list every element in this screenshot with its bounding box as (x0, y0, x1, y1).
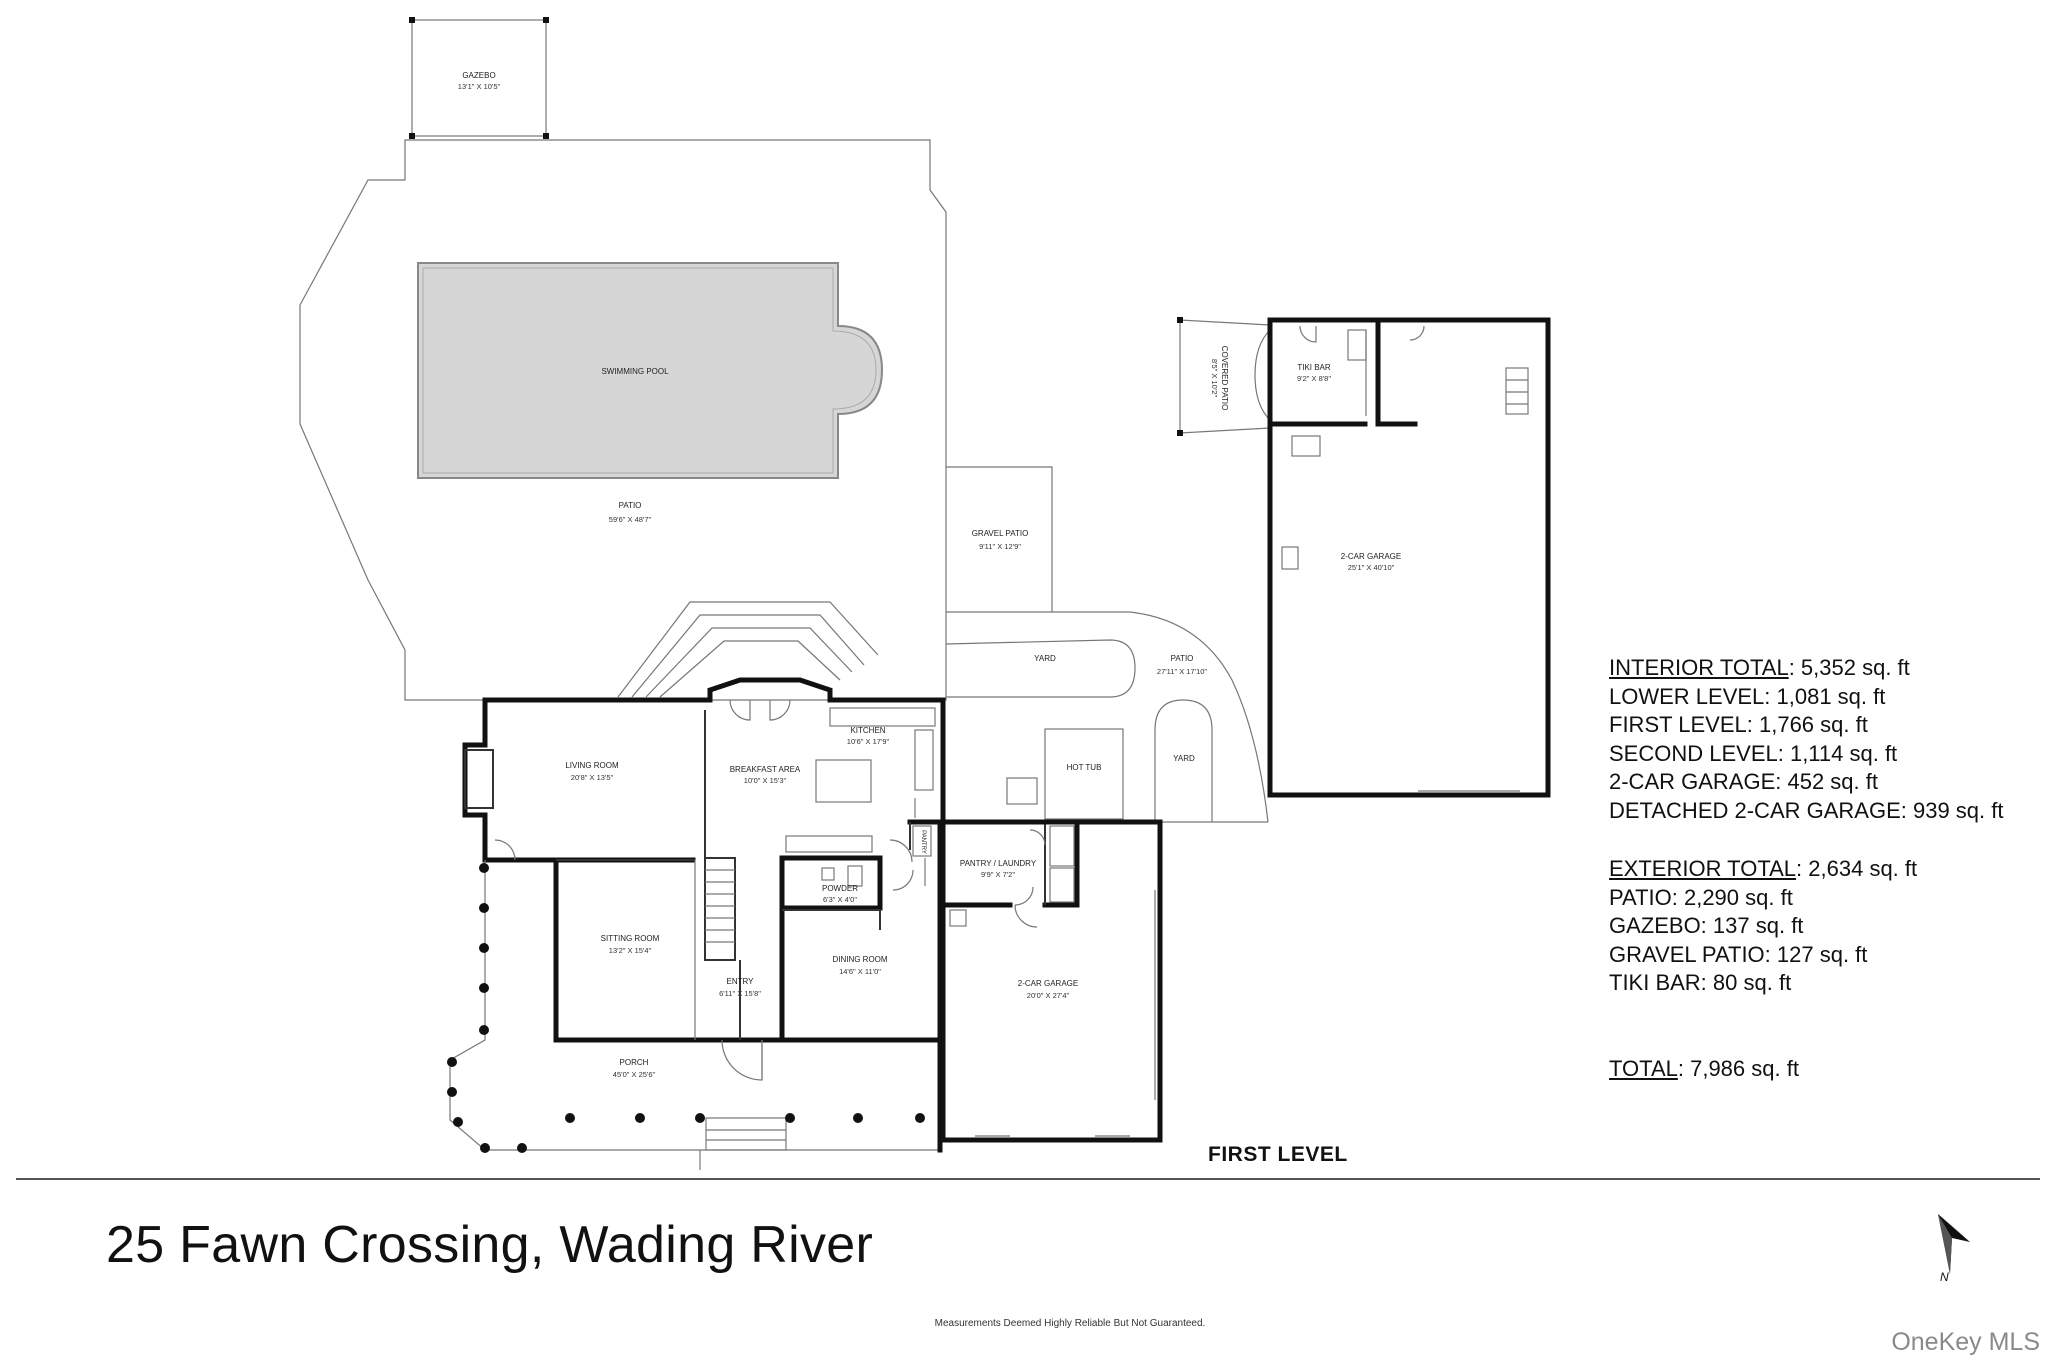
gravel-patio-dim: 9'11" X 12'9" (979, 542, 1021, 551)
interior-total-label: INTERIOR TOTAL (1609, 655, 1789, 680)
swimming-pool: SWIMMING POOL (417, 262, 884, 479)
powder-label: POWDER (822, 884, 858, 893)
detached-garage-dim: 25'1" X 40'10" (1348, 563, 1395, 572)
gravel-patio-label: GRAVEL PATIO (972, 529, 1029, 538)
interior-total: INTERIOR TOTAL: 5,352 sq. ft (1609, 654, 2003, 683)
gravel-patio-area: GRAVEL PATIO: 127 sq. ft (1609, 941, 1868, 967)
pantry-small-label: PANTRY (920, 830, 926, 854)
first-level-area: FIRST LEVEL: 1,766 sq. ft (1609, 712, 1868, 737)
property-address: 25 Fawn Crossing, Wading River (106, 1216, 874, 1274)
dining-room-dim: 14'6" X 11'0" (839, 967, 881, 976)
sitting-room-label: SITTING ROOM (601, 934, 660, 943)
detached-garage: TIKI BAR 9'2" X 8'8" 2-CAR GARAGE 25'1" … (1267, 317, 1551, 798)
covered-patio-label: COVERED PATIO (1220, 346, 1229, 411)
gravel-patio: GRAVEL PATIO 9'11" X 12'9" (946, 466, 1053, 612)
gazebo-area: GAZEBO: 137 sq. ft (1609, 913, 1804, 938)
watermark: OneKey MLS (1891, 1328, 2040, 1356)
tiki-bar-dim: 9'2" X 8'8" (1297, 374, 1331, 383)
exterior-total-value: : 2,634 sq. ft (1796, 856, 1918, 881)
north-label: N (1940, 1270, 1949, 1284)
living-room-dim: 20'8" X 13'5" (571, 773, 614, 782)
breakfast-area-dim: 10'0" X 15'3" (744, 776, 787, 785)
grand-total-label: TOTAL (1609, 1055, 1678, 1081)
exterior-total: EXTERIOR TOTAL: 2,634 sq. ft (1609, 855, 2003, 884)
level-title: FIRST LEVEL (1208, 1143, 1348, 1166)
side-yard-area: YARD PATIO 27'11" X 17'10" HOT TUB YARD (945, 611, 1269, 823)
sitting-room-dim: 13'2" X 15'4" (609, 946, 652, 955)
entry-label: ENTRY (727, 977, 755, 986)
divider-line (16, 1178, 2040, 1180)
patio-main-label: PATIO (619, 501, 642, 510)
powder-dim: 6'3" X 4'0" (823, 895, 857, 904)
attached-garage-label: 2-CAR GARAGE (1018, 979, 1078, 988)
exterior-total-label: EXTERIOR TOTAL (1609, 856, 1797, 881)
yard-top-label: YARD (1034, 654, 1056, 663)
area-totals: INTERIOR TOTAL: 5,352 sq. ft LOWER LEVEL… (1609, 654, 2003, 1083)
gazebo-dim: 13'1" X 10'5" (458, 82, 501, 91)
detached-garage-label: 2-CAR GARAGE (1341, 552, 1401, 561)
attached-garage-area: 2-CAR GARAGE: 452 sq. ft (1609, 769, 1878, 794)
kitchen-dim: 10'6" X 17'9" (847, 737, 890, 746)
kitchen-label: KITCHEN (850, 726, 885, 735)
entry-dim: 6'11" X 15'8" (719, 989, 761, 998)
tiki-bar-area: TIKI BAR: 80 sq. ft (1609, 970, 1792, 995)
hot-tub-label: HOT TUB (1067, 763, 1102, 772)
breakfast-area-label: BREAKFAST AREA (730, 765, 801, 774)
gazebo: GAZEBO 13'1" X 10'5" (409, 17, 549, 139)
yard-side-label: YARD (1173, 754, 1195, 763)
covered-patio-dim: 8'5" X 10'2" (1210, 359, 1219, 398)
grand-total-value: : 7,986 sq. ft (1677, 1055, 1799, 1081)
living-room-label: LIVING ROOM (565, 761, 619, 770)
dining-room-label: DINING ROOM (832, 955, 887, 964)
second-level-area: SECOND LEVEL: 1,114 sq. ft (1609, 740, 1898, 766)
lower-level-area: LOWER LEVEL: 1,081 sq. ft (1609, 683, 1886, 709)
patio-side-label: PATIO (1171, 654, 1194, 663)
main-patio: PATIO 59'6" X 48'7" (299, 139, 947, 701)
pantry-laundry-label: PANTRY / LAUNDRY (960, 859, 1037, 868)
pantry-laundry-dim: 9'9" X 7'2" (981, 870, 1015, 879)
house: LIVING ROOM 20'8" X 13'5" BREAKFAST AREA… (447, 677, 1163, 1170)
north-arrow-icon (1938, 1214, 1970, 1274)
porch-label: PORCH (620, 1058, 649, 1067)
detached-garage-area: DETACHED 2-CAR GARAGE: 939 sq. ft (1609, 797, 2004, 823)
patio-area: PATIO: 2,290 sq. ft (1609, 884, 1793, 910)
disclaimer: Measurements Deemed Highly Reliable But … (934, 1318, 1206, 1329)
grand-total: TOTAL: 7,986 sq. ft (1609, 1055, 2003, 1084)
porch-dim: 45'0" X 25'6" (613, 1070, 656, 1079)
gazebo-label: GAZEBO (462, 71, 495, 80)
patio-main-dim: 59'6" X 48'7" (609, 515, 652, 524)
pool-label: SWIMMING POOL (601, 367, 669, 376)
tiki-bar-label: TIKI BAR (1297, 363, 1331, 372)
patio-side-dim: 27'11" X 17'10" (1157, 667, 1208, 676)
interior-total-value: : 5,352 sq. ft (1788, 655, 1910, 680)
covered-patio: COVERED PATIO 8'5" X 10'2" (1177, 317, 1271, 436)
attached-garage-dim: 20'0" X 27'4" (1027, 991, 1070, 1000)
